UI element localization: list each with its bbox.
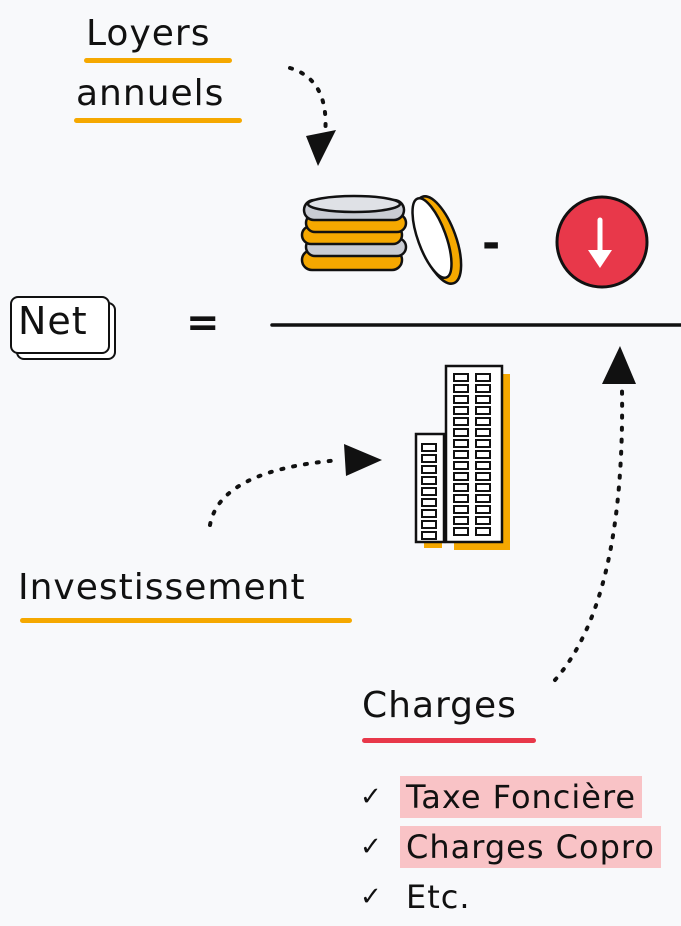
building-window — [453, 439, 469, 448]
building-window — [453, 373, 469, 382]
coin-stack-icon — [300, 194, 463, 285]
building-window — [475, 450, 491, 459]
check-icon: ✓ — [360, 832, 382, 862]
building-window — [475, 406, 491, 415]
net-box — [10, 296, 110, 354]
check-icon: ✓ — [360, 882, 382, 912]
building-window — [475, 384, 491, 393]
building-window — [421, 498, 437, 507]
building-window — [475, 428, 491, 437]
building-window — [453, 494, 469, 503]
building-window — [475, 395, 491, 404]
building-window — [475, 439, 491, 448]
charge-item-text: Charges Copro — [400, 826, 661, 868]
building-window — [453, 450, 469, 459]
building-window — [453, 406, 469, 415]
building-window — [453, 516, 469, 525]
building-window — [421, 443, 437, 452]
building-window — [421, 509, 437, 518]
investissement-label: Investissement — [18, 567, 306, 608]
building-window — [475, 483, 491, 492]
charge-item-text: Taxe Foncière — [400, 776, 643, 818]
net-label: Net — [18, 299, 88, 343]
charges-underline — [362, 738, 536, 743]
building-window — [421, 531, 437, 540]
loyers-label-line2: annuels — [76, 73, 225, 114]
building-window — [421, 476, 437, 485]
building-icon — [414, 364, 510, 550]
down-arrow-circle-icon — [555, 195, 649, 289]
building-window — [475, 417, 491, 426]
building-window — [453, 527, 469, 536]
building-window — [453, 472, 469, 481]
building-window — [453, 505, 469, 514]
building-window — [453, 384, 469, 393]
charges-label: Charges — [362, 685, 517, 726]
charge-item-text: Etc. — [406, 878, 471, 916]
investissement-underline — [20, 618, 352, 623]
building-window — [453, 428, 469, 437]
building-window — [453, 395, 469, 404]
loyers-underline-2 — [74, 118, 242, 123]
minus-sign: - — [482, 218, 501, 269]
building-window — [475, 516, 491, 525]
building-window — [421, 465, 437, 474]
check-icon: ✓ — [360, 782, 382, 812]
building-window — [475, 461, 491, 470]
building-window — [421, 487, 437, 496]
building-window — [453, 483, 469, 492]
loyers-label-line1: Loyers — [86, 13, 211, 54]
equals-sign: = — [186, 300, 220, 346]
building-window — [421, 520, 437, 529]
building-window — [475, 494, 491, 503]
building-window — [475, 505, 491, 514]
building-window — [453, 417, 469, 426]
building-window — [453, 461, 469, 470]
building-window — [475, 472, 491, 481]
building-window — [475, 373, 491, 382]
loyers-underline-1 — [84, 58, 232, 63]
building-window — [421, 454, 437, 463]
building-window — [475, 527, 491, 536]
